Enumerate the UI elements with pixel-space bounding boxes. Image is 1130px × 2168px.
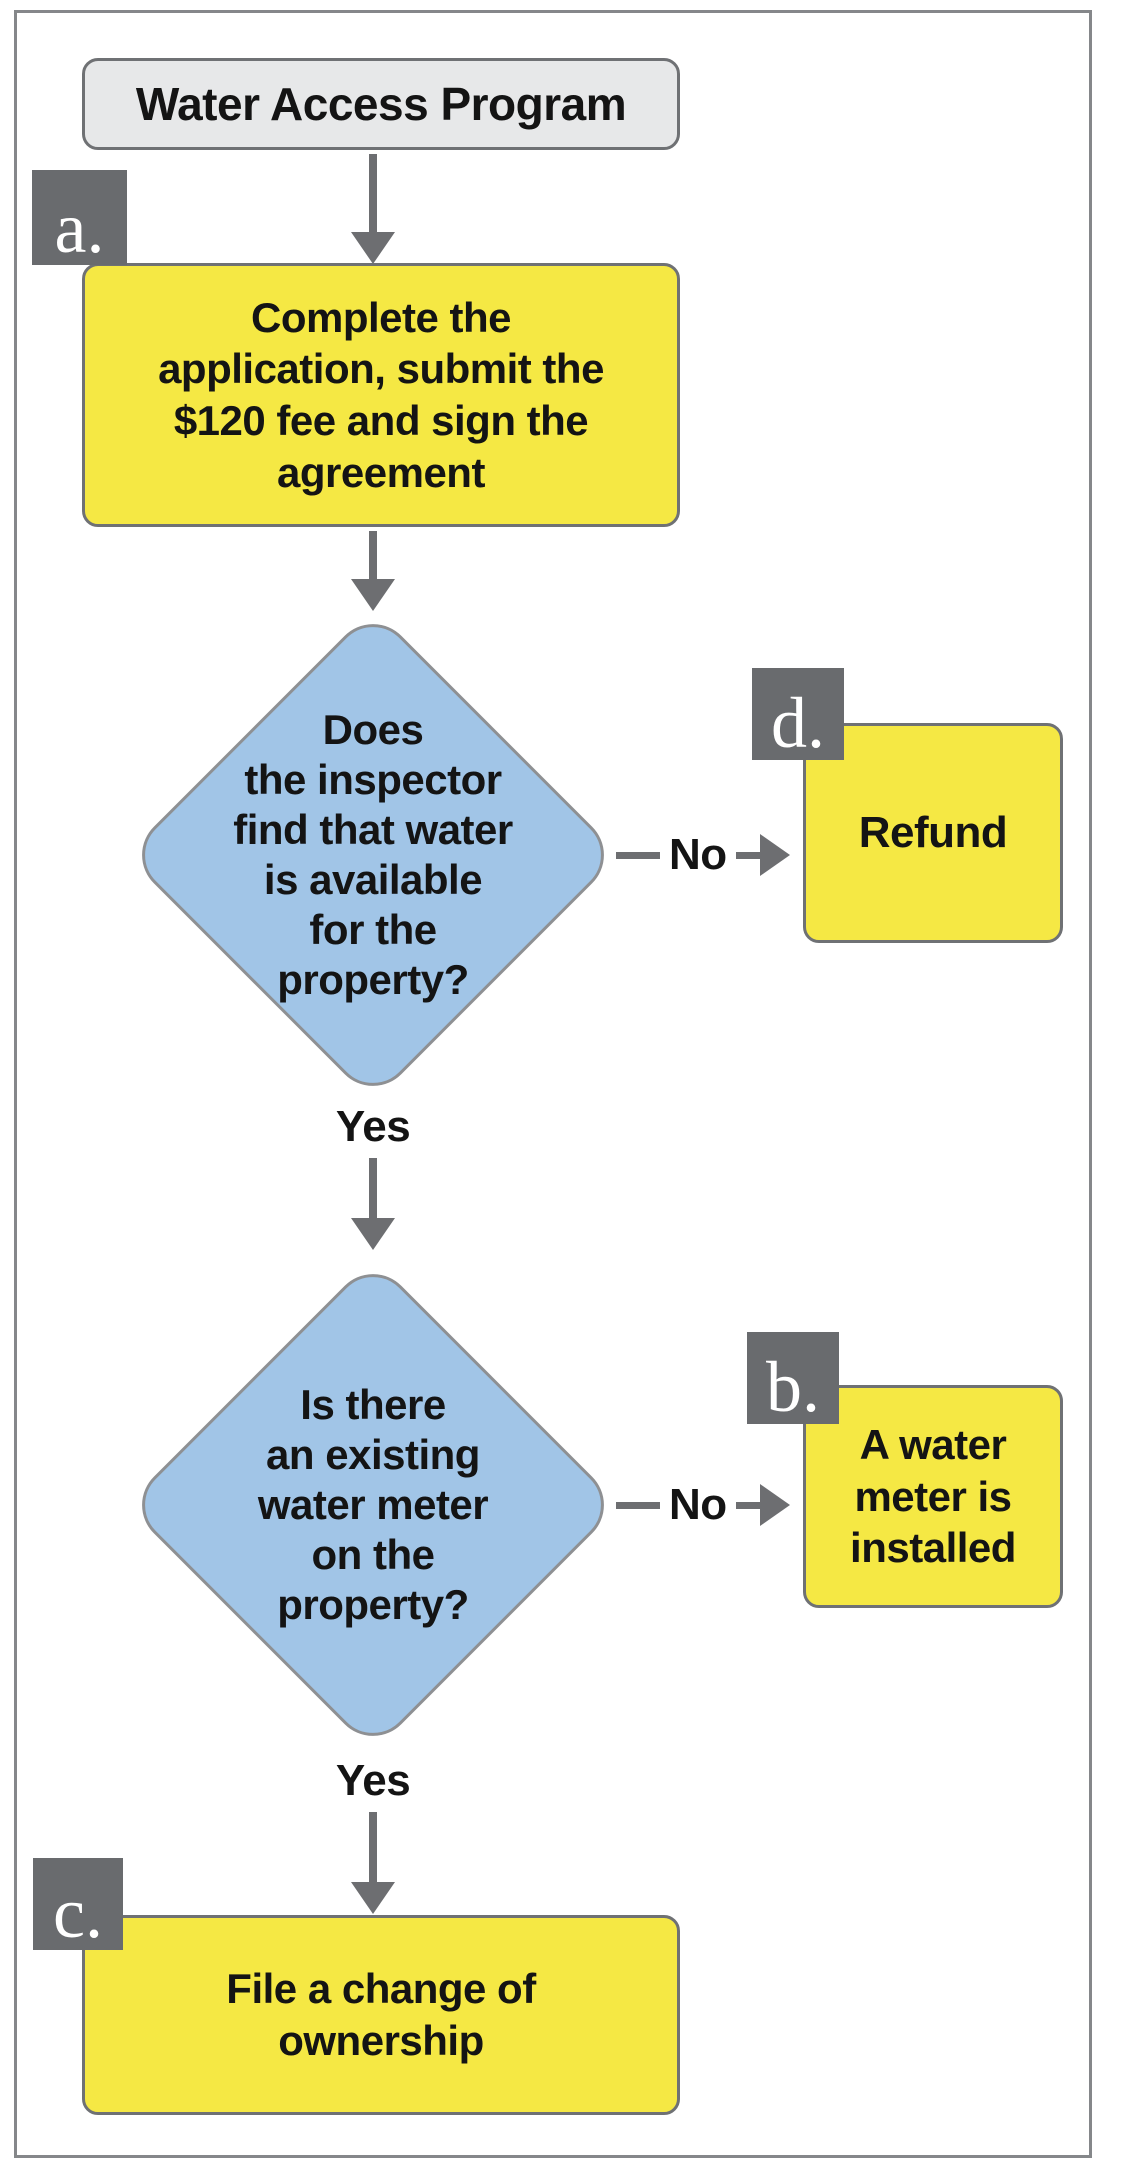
arrow-down-3-head-icon	[351, 1218, 395, 1250]
text-line: for the	[309, 905, 437, 953]
edge-yes-2-label: Yes	[335, 1756, 411, 1805]
ownership-node: File a change of ownership	[82, 1915, 680, 2115]
tag-a-label: a.	[54, 187, 105, 268]
text-line: installed	[850, 1524, 1016, 1572]
text-line: File a change of	[226, 1965, 536, 2013]
text-line: application, submit the	[158, 345, 604, 393]
edge-no-1-line	[735, 851, 760, 859]
meter-installed-text: A water meter is installed	[850, 1419, 1016, 1574]
arrow-down-3-shaft	[369, 1158, 377, 1220]
arrow-down-1-shaft	[369, 154, 377, 234]
text-line: ownership	[278, 2017, 484, 2064]
start-node-label: Water Access Program	[135, 77, 627, 130]
text-line: property?	[277, 1580, 469, 1628]
tag-b: b.	[747, 1332, 839, 1424]
tag-a: a.	[32, 170, 127, 265]
text-line: on the	[311, 1530, 435, 1578]
text-line: Complete the	[250, 293, 512, 341]
step-a-node: Complete the application, submit the $12…	[82, 263, 680, 527]
meter-installed-node: A water meter is installed	[803, 1385, 1063, 1608]
text-line: Refund	[858, 807, 1008, 857]
edge-yes-1-label: Yes	[335, 1102, 411, 1151]
arrow-right-2-head-icon	[759, 1484, 790, 1526]
edge-no-1: No	[616, 820, 806, 890]
arrow-down-1-head-icon	[351, 232, 395, 264]
text-line: is available	[263, 856, 483, 903]
edge-no-2: No	[616, 1470, 806, 1540]
tag-d: d.	[752, 668, 844, 760]
step-a-text: Complete the application, submit the $12…	[158, 292, 604, 499]
refund-node: Refund	[803, 723, 1063, 943]
text-line: Does	[322, 706, 424, 754]
edge-no-1-line	[616, 851, 660, 859]
arrow-down-2-head-icon	[351, 579, 395, 611]
edge-no-2-label: No	[669, 1480, 727, 1529]
text-line: property?	[277, 955, 469, 1003]
decision-existing-meter: Is there an existing water meter on the …	[125, 1257, 621, 1753]
edge-no-2-line	[735, 1501, 760, 1509]
refund-node-text: Refund	[859, 806, 1008, 860]
arrow-down-2-shaft	[369, 531, 377, 581]
ownership-node-text: File a change of ownership	[226, 1963, 536, 2066]
tag-b-label: b.	[766, 1346, 820, 1427]
text-line: meter is	[854, 1472, 1012, 1520]
tag-d-label: d.	[771, 682, 825, 763]
text-line: $120 fee and sign the	[173, 397, 589, 444]
edge-no-1-label: No	[669, 830, 727, 879]
text-line: Is there	[300, 1381, 446, 1429]
arrow-right-1-head-icon	[759, 834, 790, 876]
arrow-down-4-shaft	[369, 1812, 377, 1884]
start-node: Water Access Program	[82, 58, 680, 150]
arrow-down-4-head-icon	[351, 1882, 395, 1914]
text-line: water meter	[257, 1481, 489, 1529]
tag-c-label: c.	[53, 1872, 103, 1953]
text-line: find that water	[233, 806, 513, 854]
text-line: an existing	[266, 1431, 480, 1479]
tag-c: c.	[33, 1858, 123, 1950]
text-line: agreement	[277, 448, 485, 496]
decision-existing-meter-text: Is there an existing water meter on the …	[130, 1262, 616, 1748]
text-line: the inspector	[244, 756, 502, 804]
decision-water-available-text: Does the inspector find that water is av…	[130, 612, 616, 1098]
edge-no-2-line	[616, 1501, 660, 1509]
text-line: A water	[859, 1421, 1007, 1469]
decision-water-available: Does the inspector find that water is av…	[125, 607, 621, 1103]
